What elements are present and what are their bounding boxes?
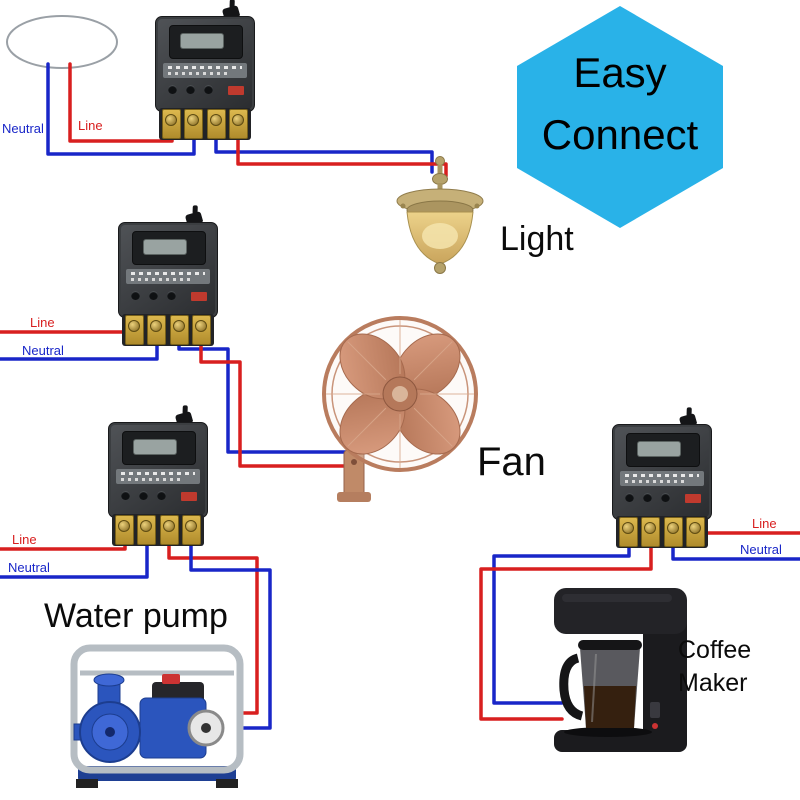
relay-display: [122, 431, 196, 465]
wire-line-to-fan: [199, 326, 354, 468]
relay-button: [643, 493, 652, 502]
relay-button: [139, 491, 148, 500]
relay-buttons: [121, 491, 166, 500]
terminal-screw: [137, 515, 157, 545]
relay-button: [149, 291, 158, 300]
relay-red-tag: [228, 86, 244, 95]
terminal-screw: [114, 515, 134, 545]
terminal-screw: [192, 315, 212, 345]
wire-line-mains-2: [0, 324, 137, 334]
line-label-2: Line: [30, 315, 55, 330]
relay-label-strip: [620, 471, 704, 486]
ceiling-rose: [6, 15, 118, 69]
line-label-3: Line: [12, 532, 37, 547]
relay-switch-4: [612, 413, 712, 548]
light-label: Light: [500, 220, 574, 258]
line-label-4: Line: [752, 516, 777, 531]
relay-buttons: [131, 291, 176, 300]
coffee-maker: [554, 588, 687, 752]
fan-cage-spokes: [326, 320, 474, 468]
water-pump: [70, 644, 244, 788]
terminal-screw: [184, 109, 204, 139]
relay-red-tag: [685, 494, 701, 503]
relay-buttons: [625, 493, 670, 502]
relay-switch-3: [108, 411, 208, 546]
fan-label: Fan: [477, 440, 546, 484]
water-pump-label: Water pump: [44, 597, 228, 635]
pump-outlet: [93, 673, 125, 687]
relay-red-tag: [191, 292, 207, 301]
relay-switch-1: [155, 5, 255, 140]
carafe-handle: [559, 653, 584, 721]
neutral-label-4: Neutral: [740, 542, 782, 557]
relay-display: [132, 231, 206, 265]
relay-body: [155, 16, 255, 112]
relay-label-strip: [116, 469, 200, 484]
relay-lcd: [144, 240, 186, 254]
terminal-screw: [229, 109, 249, 139]
wire-line-to-coffee: [479, 525, 653, 721]
terminal-screw: [641, 517, 661, 547]
neutral-label-2: Neutral: [22, 343, 64, 358]
relay-label-strip: [126, 269, 210, 284]
relay-body: [108, 422, 208, 518]
wire-neutral-to-pump: [189, 532, 272, 730]
terminal-screw: [182, 515, 202, 545]
neutral-label-3: Neutral: [8, 560, 50, 575]
relay-lcd: [638, 442, 680, 456]
relay-button: [168, 85, 177, 94]
pump-frame: [70, 644, 244, 774]
relay-label-strip: [163, 63, 247, 78]
terminal-screw: [124, 315, 144, 345]
badge-text-connect: Connect: [541, 111, 699, 158]
neutral-label-1: Neutral: [2, 121, 44, 136]
relay-display: [169, 25, 243, 59]
relay-display: [626, 433, 700, 467]
relay-button: [167, 291, 176, 300]
relay-red-tag: [181, 492, 197, 501]
terminal-block: [122, 314, 214, 346]
relay-button: [204, 85, 213, 94]
terminal-screw: [159, 515, 179, 545]
relay-lcd: [181, 34, 223, 48]
terminal-screw: [618, 517, 638, 547]
relay-body: [118, 222, 218, 318]
relay-body: [612, 424, 712, 520]
badge-text-easy: Easy: [573, 49, 667, 96]
terminal-screw: [686, 517, 706, 547]
wire-neutral-mains-3: [0, 532, 149, 579]
terminal-screw: [161, 109, 181, 139]
coffee-maker-label: Coffee Maker: [678, 636, 752, 697]
terminal-block: [616, 516, 708, 548]
line-label-1: Line: [78, 118, 103, 133]
terminal-block: [159, 108, 251, 140]
relay-button: [131, 291, 140, 300]
relay-switch-2: [118, 211, 218, 346]
relay-button: [121, 491, 130, 500]
relay-button: [661, 493, 670, 502]
coffee-maker-switch: [650, 702, 660, 718]
terminal-screw: [147, 315, 167, 345]
relay-buttons: [168, 85, 213, 94]
terminal-screw: [169, 315, 189, 345]
relay-button: [625, 493, 634, 502]
wire-neutral-mains-1: [46, 62, 196, 156]
terminal-screw: [663, 517, 683, 547]
relay-lcd: [134, 440, 176, 454]
wire-line-to-pump: [167, 532, 259, 715]
wire-line-to-light: [236, 124, 448, 178]
terminal-block: [112, 514, 204, 546]
wall-fan: [322, 316, 478, 502]
terminal-screw: [206, 109, 226, 139]
light-fixture: [396, 156, 484, 274]
relay-button: [186, 85, 195, 94]
relay-button: [157, 491, 166, 500]
